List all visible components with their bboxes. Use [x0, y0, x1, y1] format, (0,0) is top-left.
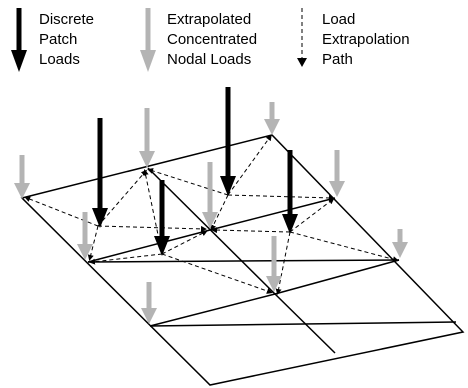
grid-line-row2	[149, 321, 457, 327]
nodal-loads	[14, 102, 408, 324]
nodal-load-arrow	[14, 155, 30, 199]
nodal-load-legend-arrow-icon	[140, 8, 156, 72]
legend-extrapolated-line1: Extrapolated	[167, 11, 251, 28]
legend: Discrete Patch Loads Extrapolated Concen…	[11, 8, 410, 72]
legend-extrapolated-line2: Concentrated	[167, 31, 257, 48]
grid-line-mid2	[209, 197, 336, 231]
grid-line-row1	[87, 259, 400, 263]
legend-path-line2: Extrapolation	[322, 31, 410, 48]
discrete-load-arrow	[282, 150, 298, 234]
discrete-loads	[92, 87, 298, 256]
nodal-load-arrow	[202, 162, 218, 229]
discrete-load-arrow	[154, 180, 170, 256]
nodal-load-arrow	[264, 102, 280, 135]
nodal-load-arrow	[77, 212, 93, 260]
extrapolation-paths	[24, 134, 399, 295]
grid-line-col2	[274, 293, 336, 354]
plate-grid	[20, 134, 465, 386]
grid-line-mid4	[274, 259, 400, 295]
nodal-load-arrow	[266, 236, 282, 292]
legend-path-line3: Path	[322, 51, 353, 68]
legend-discrete-line3: Loads	[39, 51, 80, 68]
legend-path-line1: Load	[322, 11, 355, 28]
nodal-load-arrow	[141, 282, 157, 324]
nodal-load-arrow	[329, 150, 345, 197]
nodal-load-arrow	[392, 229, 408, 258]
discrete-load-arrow	[92, 118, 108, 228]
extrapolation-path-legend-arrow-icon	[297, 8, 307, 67]
nodal-load-arrow	[139, 108, 155, 168]
legend-extrapolated-line3: Nodal Loads	[167, 51, 251, 68]
plate-outline	[20, 134, 465, 386]
grid-line-mid3	[149, 293, 276, 327]
legend-discrete-line1: Discrete	[39, 11, 94, 28]
legend-discrete-line2: Patch	[39, 31, 77, 48]
discrete-load-arrow	[220, 87, 236, 196]
discrete-load-legend-arrow-icon	[11, 8, 27, 72]
grid-line-mid1	[87, 229, 211, 263]
